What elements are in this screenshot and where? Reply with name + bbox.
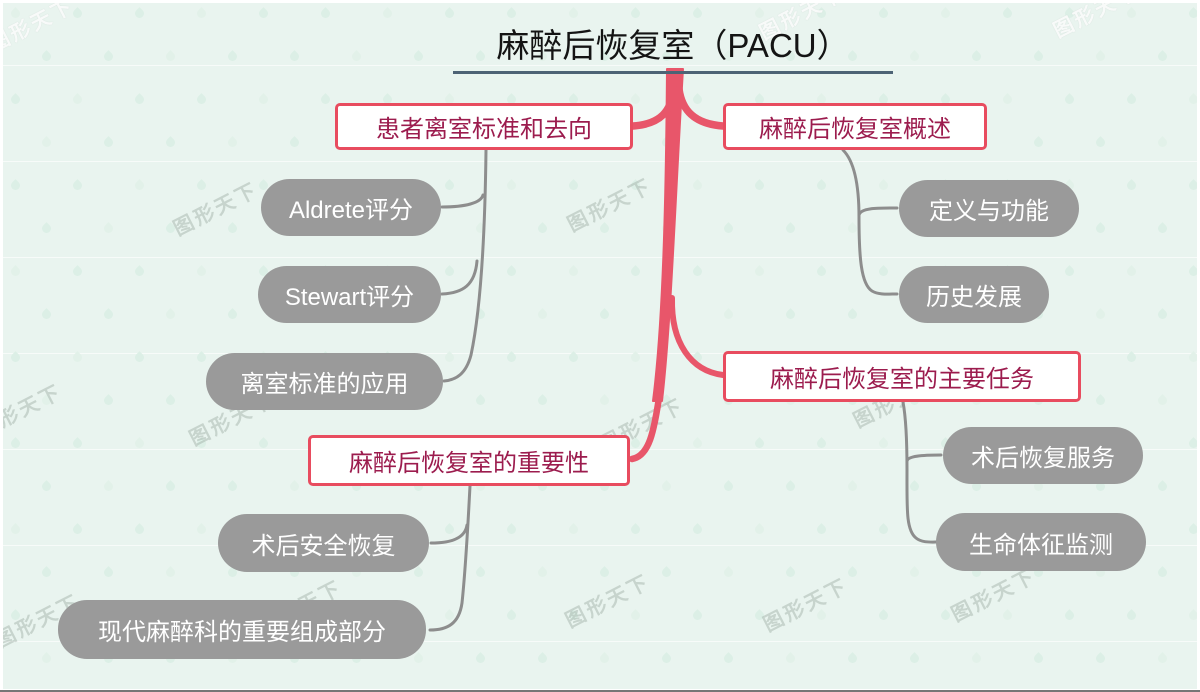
canvas-bottom-border bbox=[0, 690, 1200, 692]
subtopic-stewart-score[interactable]: Stewart评分 bbox=[258, 266, 441, 323]
mindmap-canvas: 图形天下图形天下图形天下图形天下图形天下图形天下图形天下图形天下图形天下图形天下… bbox=[3, 3, 1197, 689]
subtopic-label: 离室标准的应用 bbox=[240, 371, 409, 398]
subtopic-criteria-application[interactable]: 离室标准的应用 bbox=[206, 353, 443, 410]
subtopic-modern-anesthesia-component[interactable]: 现代麻醉科的重要组成部分 bbox=[58, 600, 426, 659]
trunk-fork-left bbox=[629, 85, 678, 130]
topic-discharge-criteria[interactable]: 患者离室标准和去向 bbox=[335, 103, 633, 150]
topic-label: 麻醉后恢复室概述 bbox=[759, 116, 951, 143]
topic-main-tasks[interactable]: 麻醉后恢复室的主要任务 bbox=[723, 351, 1081, 402]
subtopic-definition-function[interactable]: 定义与功能 bbox=[899, 180, 1079, 237]
subtopic-label: 历史发展 bbox=[926, 284, 1022, 311]
subtopic-label: Aldrete评分 bbox=[288, 197, 414, 224]
subtopic-aldrete-score[interactable]: Aldrete评分 bbox=[261, 179, 441, 236]
topic-importance[interactable]: 麻醉后恢复室的重要性 bbox=[308, 435, 630, 486]
subtopic-label: 现代麻醉科的重要组成部分 bbox=[98, 619, 386, 646]
trunk-fork-right bbox=[675, 85, 727, 130]
subtopic-label: Stewart评分 bbox=[284, 284, 415, 311]
central-topic-label: 麻醉后恢复室（PACU） bbox=[496, 27, 850, 64]
branch-line-main-tasks bbox=[668, 295, 726, 378]
subtopic-label: 定义与功能 bbox=[929, 198, 1049, 225]
subtopic-label: 术后安全恢复 bbox=[251, 532, 396, 560]
connector-lines bbox=[428, 68, 943, 632]
topic-label: 患者离室标准和去向 bbox=[376, 116, 592, 143]
subtopic-vital-signs-monitoring[interactable]: 生命体征监测 bbox=[936, 513, 1146, 571]
topic-label: 麻醉后恢复室的重要性 bbox=[349, 450, 589, 477]
branch-line-importance bbox=[628, 387, 664, 463]
subtopic-history[interactable]: 历史发展 bbox=[899, 266, 1049, 323]
trunk-line bbox=[652, 68, 684, 402]
topic-overview[interactable]: 麻醉后恢复室概述 bbox=[723, 103, 987, 150]
topic-label: 麻醉后恢复室的主要任务 bbox=[770, 366, 1034, 393]
subtopic-safe-recovery[interactable]: 术后安全恢复 bbox=[218, 514, 429, 572]
central-topic[interactable]: 麻醉后恢复室（PACU） bbox=[453, 21, 893, 74]
subtopic-label: 术后恢复服务 bbox=[971, 445, 1115, 472]
subtopic-postop-recovery-service[interactable]: 术后恢复服务 bbox=[943, 427, 1143, 484]
subtopic-label: 生命体征监测 bbox=[969, 531, 1113, 559]
